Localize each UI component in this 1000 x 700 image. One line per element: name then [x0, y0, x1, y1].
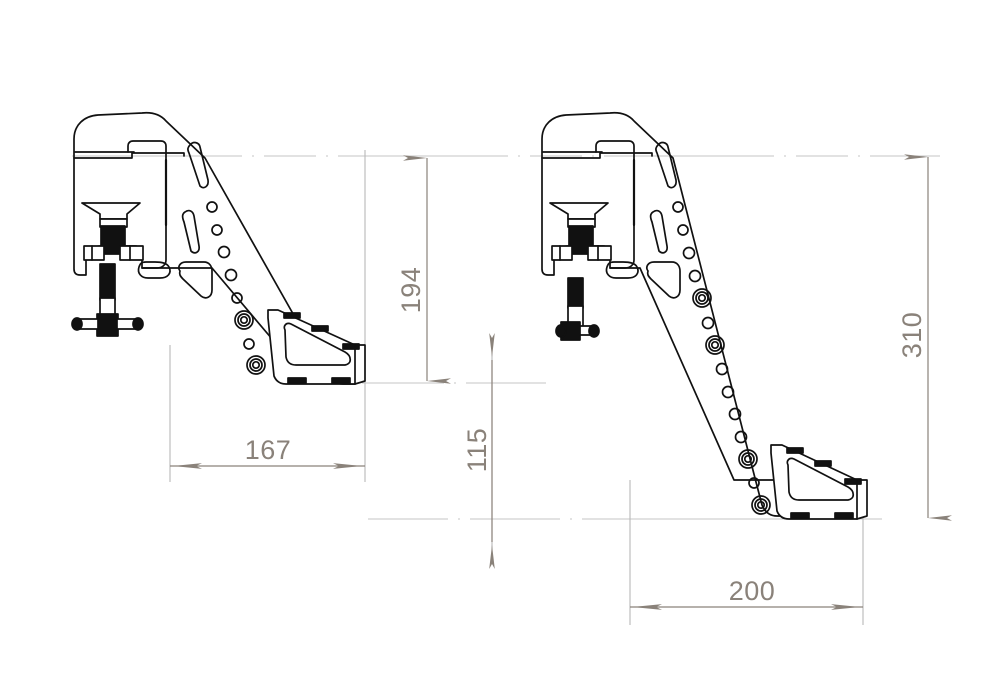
right-foot-tab-b: [814, 460, 832, 467]
dimension-115-arrow-bottom: [489, 545, 495, 569]
right-bolt-1: [692, 288, 712, 308]
right-screw-pad-neck: [567, 218, 596, 228]
right-hole-7: [721, 385, 735, 399]
left-hole-4: [224, 268, 238, 282]
right-lower-screw-black: [567, 277, 584, 309]
left-screw-pad-neck: [99, 218, 128, 228]
left-hole-1: [206, 201, 218, 213]
left-hole-3: [217, 245, 231, 259]
right-foot-inner-cut: [786, 457, 855, 501]
left-view-assembly: [71, 111, 366, 385]
right-foot-tab-d: [790, 512, 810, 519]
right-clamp-collar: [551, 245, 573, 261]
right-clamp-collar-2: [587, 245, 612, 261]
right-foot-tab-a: [786, 447, 804, 454]
dimension-200-arrow-left: [633, 604, 662, 610]
right-arm-slot: [655, 141, 677, 189]
left-foot-tab-e: [331, 377, 351, 384]
right-hole-6: [715, 362, 729, 376]
left-foot-tab-d: [287, 377, 307, 384]
right-bolt-2: [705, 335, 725, 355]
dimension-200-arrow-right: [831, 604, 860, 610]
right-hole-1: [672, 201, 684, 213]
dimension-200[interactable]: 200: [630, 576, 863, 610]
right-screw-pad: [549, 202, 609, 220]
left-foot-tab-a: [283, 312, 301, 319]
dimension-310[interactable]: 310: [897, 154, 952, 521]
right-cutout-trapezoid: [645, 261, 681, 299]
dimension-167-arrow-right: [333, 463, 362, 469]
left-clamp-jaw-inner: [127, 140, 167, 269]
left-arm-slot: [187, 141, 209, 189]
right-hole-3: [682, 246, 696, 260]
left-hole-5: [231, 292, 243, 304]
dimension-200-label: 200: [729, 576, 776, 606]
right-foot-tab-c: [844, 478, 862, 485]
right-bolt-4: [751, 495, 771, 515]
right-hole-8: [728, 407, 742, 421]
right-hole-10: [748, 477, 760, 489]
dimension-167-label: 167: [245, 435, 292, 465]
left-t-handle-endR: [132, 317, 144, 331]
dimension-115[interactable]: 115: [462, 333, 495, 569]
left-hole-6: [243, 338, 255, 350]
right-cutout-teardrop: [649, 209, 668, 254]
left-clamp-collar-2: [119, 245, 144, 261]
dimension-194-label: 194: [396, 267, 426, 314]
right-t-handle-endR: [588, 324, 600, 338]
left-clamp-top-jaw: [73, 152, 185, 159]
left-t-handle-hub: [96, 313, 119, 337]
left-cutout-bean: [137, 261, 171, 279]
right-clamp-jaw-inner: [595, 140, 635, 269]
right-hole-9: [734, 430, 748, 444]
left-foot-tab-c: [342, 343, 360, 350]
right-view-assembly: [541, 111, 868, 520]
left-bolt-1: [234, 310, 254, 330]
dimension-310-label: 310: [897, 312, 927, 359]
right-hole-2: [677, 224, 689, 236]
right-foot-tab-e: [834, 512, 854, 519]
left-t-handle-endL: [71, 317, 83, 331]
right-hole-5: [701, 316, 715, 330]
right-t-handle-endL: [555, 324, 567, 338]
dimension-115-label: 115: [462, 428, 492, 473]
left-bolt-2: [246, 355, 266, 375]
dimension-167[interactable]: 167: [170, 435, 365, 469]
left-lower-screw-black: [99, 263, 116, 301]
left-cutout-teardrop: [181, 209, 200, 254]
right-cutout-bean: [605, 261, 639, 279]
left-foot-tab-b: [311, 325, 329, 332]
right-bolt-3: [738, 449, 758, 469]
dimension-167-arrow-left: [173, 463, 202, 469]
dimension-194[interactable]: 194: [396, 155, 451, 384]
left-hole-2: [211, 224, 223, 236]
dimension-115-arrow-top: [489, 333, 495, 357]
right-clamp-top-jaw: [541, 152, 653, 159]
right-arm-body: [541, 111, 791, 517]
left-foot-inner-cut: [283, 322, 352, 366]
left-clamp-collar: [83, 245, 105, 261]
extension-lines: [169, 150, 864, 625]
left-cutout-trapezoid: [177, 261, 213, 299]
left-screw-pad: [81, 202, 141, 220]
right-hole-4: [688, 269, 702, 283]
